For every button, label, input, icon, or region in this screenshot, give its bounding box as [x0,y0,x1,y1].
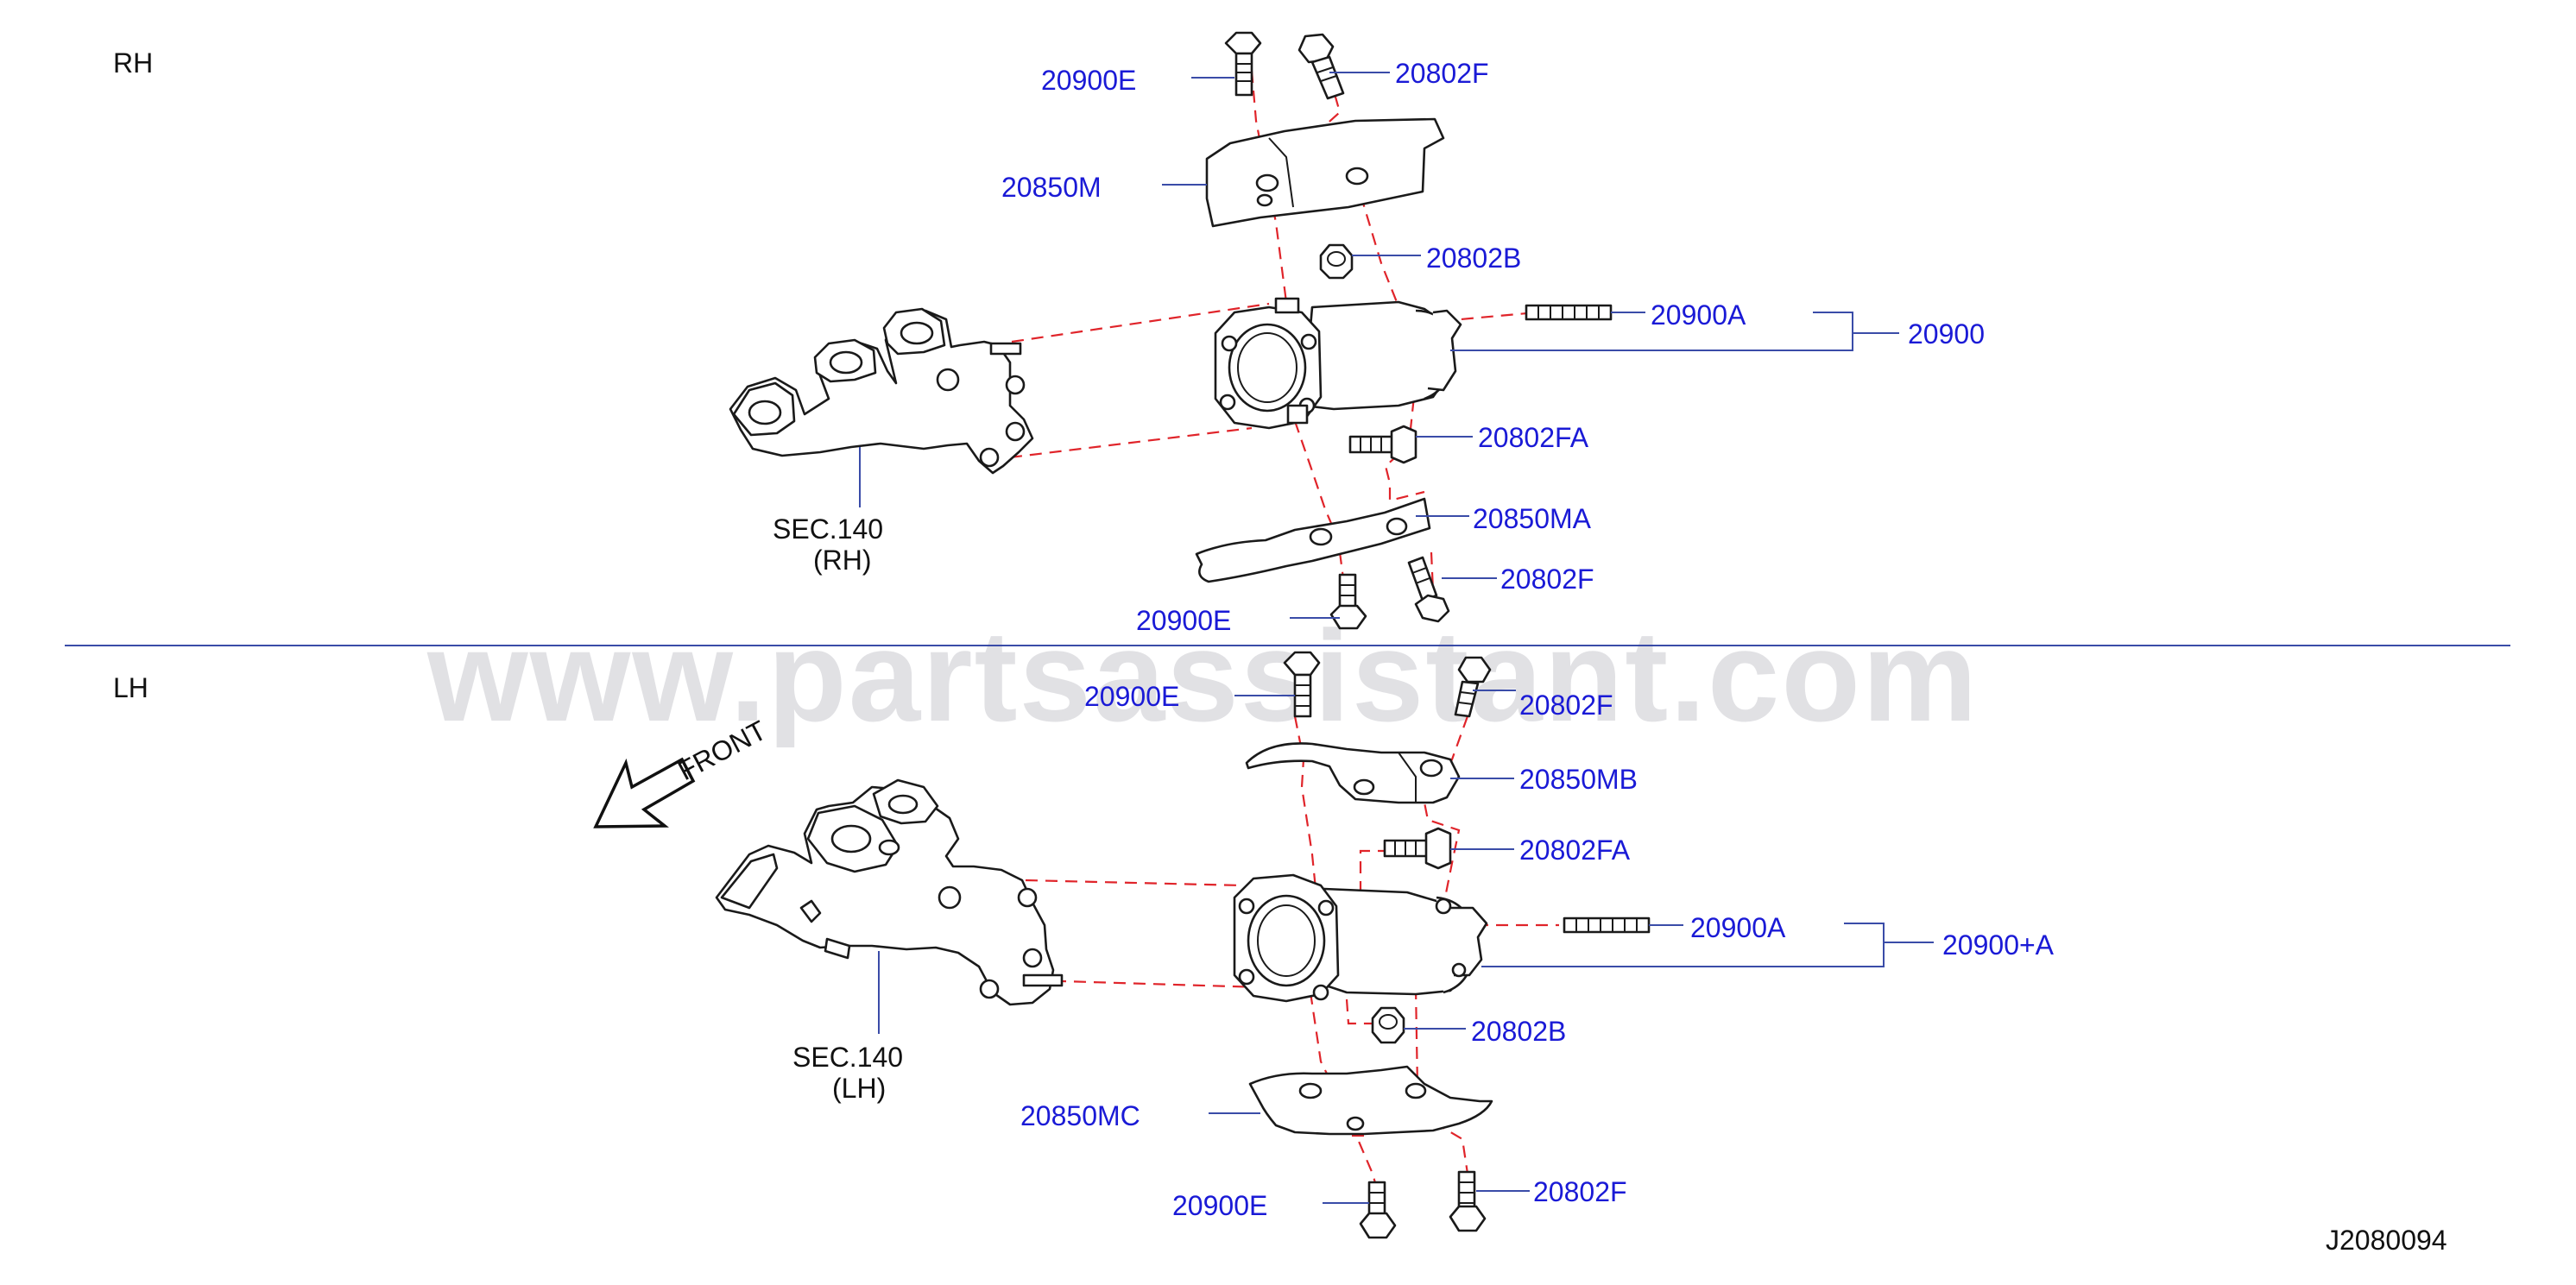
lh-label-20802f-top: 20802F [1519,690,1613,721]
rh-label-20802f-bottom: 20802F [1500,564,1594,595]
lh-bracket-assembly [1481,923,1885,967]
lh-dash-side-bolt [1359,849,1390,891]
front-arrow-icon [593,757,696,828]
rh-lower-heat-cover [1195,497,1431,583]
lh-bolt-20802fa [1383,827,1452,870]
lh-label-20900e-bottom: 20900E [1172,1190,1267,1221]
lh-dash-flange-top [1025,879,1244,887]
rh-label-sec140: SEC.140 [773,513,883,545]
rh-label-20802fa: 20802FA [1478,422,1589,453]
lh-label-20850mc: 20850MC [1020,1100,1140,1131]
lh-bolt-20802f-top [1454,656,1492,718]
lh-bolt-20802f-bottom [1449,1170,1487,1232]
lh-label-20802f-bottom: 20802F [1533,1176,1627,1207]
lh-label-20802fa: 20802FA [1519,835,1631,866]
rh-dash-lower-right [1384,379,1425,502]
rh-dash-lower-bolt [1430,551,1435,592]
rh-label-20900e-top: 20900E [1041,65,1136,96]
rh-stud-20900a [1525,304,1613,321]
rh-label-20802f-top: 20802F [1395,58,1489,89]
lh-label-20850mb: 20850MB [1519,764,1638,795]
rh-label-20900: 20900 [1908,318,1985,350]
rh-upper-heat-cover [1205,117,1445,228]
lh-dash-flange-bottom [1033,979,1261,989]
lh-dash-bolt-left [1293,715,1323,916]
rh-dash-lower-left [1293,420,1348,605]
lh-section: 20900E 20802F 20850MB 20802FA 20900A 209… [715,651,2055,1239]
rh-catalytic-converter [1214,297,1462,430]
watermark-text: www.partsassistant.com [426,603,1979,748]
rh-exhaust-manifold [729,307,1034,475]
rh-dash-flange-top [1011,302,1270,343]
lh-label-sec140-side: (LH) [832,1073,886,1104]
rh-dash-bolt-right [1321,75,1398,303]
rh-label-20900a: 20900A [1651,299,1746,331]
rh-label-sec140-side: (RH) [813,545,872,576]
lh-bolt-20900e-bottom [1359,1181,1397,1239]
rh-dash-flange-bottom [1009,426,1253,459]
rh-bolt-20900e-bottom [1329,573,1367,630]
lh-label-20802b: 20802B [1471,1016,1566,1047]
lh-dash-lower-right [1414,986,1469,1175]
rh-label-20850m: 20850M [1001,172,1102,203]
rh-nut-20802b [1319,243,1354,280]
lh-nut-20802b [1371,1006,1405,1044]
rh-bracket-assembly [1450,312,1853,351]
lh-label-sec140: SEC.140 [792,1042,903,1073]
section-label-lh: LH [113,672,148,703]
rh-section: 20900E 20802F 20850M 20802B 20900A 20900… [729,31,1985,636]
lh-bolt-20900e-top [1283,651,1321,718]
lh-catalytic-converter [1233,873,1488,1003]
lh-dash-nut [1345,998,1381,1025]
lh-stud-20900a [1563,917,1651,934]
lh-exhaust-manifold [715,778,1064,1006]
lh-upper-heat-cover [1245,742,1461,804]
lh-label-20900a: 20900A [1690,912,1786,943]
rh-bolt-20900e-top [1224,31,1262,97]
rh-bolt-20802f-bottom [1407,556,1450,623]
rh-bolt-20802f-top [1297,33,1345,100]
lh-lower-heat-cover [1248,1065,1493,1136]
diagram-code: J2080094 [2326,1225,2447,1256]
rh-label-20900e-bottom: 20900E [1136,605,1231,636]
rh-label-20850ma: 20850MA [1473,503,1592,534]
lh-label-20900-a: 20900+A [1942,929,2055,961]
rh-bolt-20802fa [1348,425,1417,464]
section-label-rh: RH [113,47,153,79]
lh-label-20900e-top: 20900E [1084,681,1179,712]
rh-label-20802b: 20802B [1426,243,1521,274]
rh-dash-stud [1441,311,1537,323]
